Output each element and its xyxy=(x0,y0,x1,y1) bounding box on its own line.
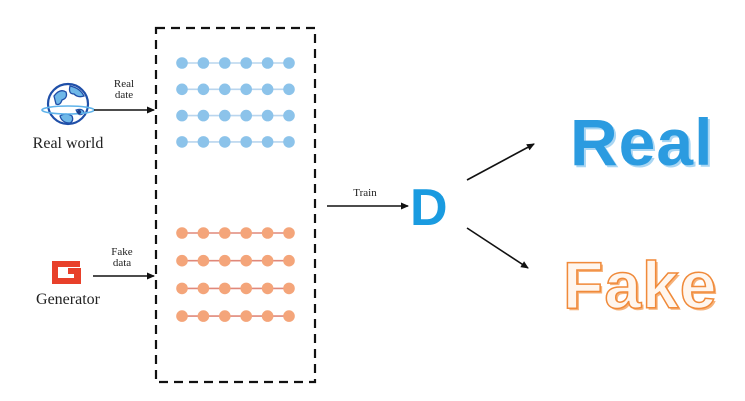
fake-row xyxy=(176,310,295,322)
real-data-node xyxy=(176,109,188,122)
fake-data-node xyxy=(240,310,252,322)
real-data-node xyxy=(283,109,295,122)
real-data-node xyxy=(197,83,210,96)
fake-edge-label-line2: data xyxy=(112,257,132,269)
real-data-node xyxy=(283,57,295,69)
real-data-node xyxy=(176,57,188,69)
real-world-caption: Real world xyxy=(32,135,104,152)
real-row xyxy=(176,57,295,69)
output-fake-label: Fake xyxy=(562,247,718,323)
fake-data-node xyxy=(176,227,188,239)
real-data-node xyxy=(283,83,295,96)
real-data-node xyxy=(240,136,252,148)
fake-data-rows xyxy=(176,227,295,322)
real-data-node xyxy=(197,136,210,148)
fake-data-node xyxy=(197,310,210,322)
fake-data-node xyxy=(176,282,188,295)
fake-data-node xyxy=(261,282,274,295)
real-data-node xyxy=(197,109,210,122)
fake-data-node xyxy=(219,282,231,295)
real-data-node xyxy=(219,83,231,96)
real-data-node xyxy=(197,57,210,69)
real-row xyxy=(176,83,295,96)
fake-data-node xyxy=(197,282,210,295)
fake-row xyxy=(176,227,295,239)
fake-data-node xyxy=(176,254,188,267)
fake-data-node xyxy=(219,227,231,239)
real-edge-label-line1: Real xyxy=(113,78,135,90)
real-data-node xyxy=(240,109,252,122)
generator-caption: Generator xyxy=(36,291,100,308)
globe-icon xyxy=(41,82,95,126)
output-real-label: Real xyxy=(570,105,714,179)
real-data-node xyxy=(283,136,295,148)
fake-data-node xyxy=(219,310,231,322)
fake-data-node xyxy=(240,254,252,267)
fake-data-node xyxy=(240,282,252,295)
fake-data-node xyxy=(219,254,231,267)
train-label: Train xyxy=(353,187,377,199)
real-data-node xyxy=(240,83,252,96)
fake-data-node xyxy=(283,282,295,295)
fake-data-node xyxy=(240,227,252,239)
real-data-node xyxy=(240,57,252,69)
real-data-node xyxy=(176,83,188,96)
fake-row xyxy=(176,282,295,295)
fake-data-node xyxy=(261,227,274,239)
fake-edge-label: Fake data xyxy=(102,247,142,269)
real-edge-label-line2: date xyxy=(114,89,134,101)
fake-data-node xyxy=(261,254,274,267)
real-output-arrow xyxy=(466,143,535,181)
fake-data-node xyxy=(197,227,210,239)
fake-edge-label-line1: Fake xyxy=(111,246,133,258)
real-data-node xyxy=(219,109,231,122)
generator-g-icon xyxy=(52,261,81,284)
fake-data-node xyxy=(283,310,295,322)
fake-data-node xyxy=(261,310,274,322)
real-data-node xyxy=(261,109,274,122)
real-data-node xyxy=(261,83,274,96)
real-data-node xyxy=(261,136,274,148)
real-row xyxy=(176,136,295,148)
fake-data-node xyxy=(283,254,295,267)
real-row xyxy=(176,109,295,122)
real-data-node xyxy=(219,57,231,69)
fake-data-node xyxy=(176,310,188,322)
real-data-rows xyxy=(176,57,295,148)
real-data-node xyxy=(176,136,188,148)
fake-output-arrow xyxy=(466,227,529,269)
fake-row xyxy=(176,254,295,267)
real-edge-label: Real date xyxy=(104,79,144,101)
real-data-node xyxy=(261,57,274,69)
fake-data-node xyxy=(197,254,210,267)
real-data-node xyxy=(219,136,231,148)
fake-data-node xyxy=(283,227,295,239)
discriminator-icon: D xyxy=(410,179,448,237)
dataset-box xyxy=(154,26,317,384)
